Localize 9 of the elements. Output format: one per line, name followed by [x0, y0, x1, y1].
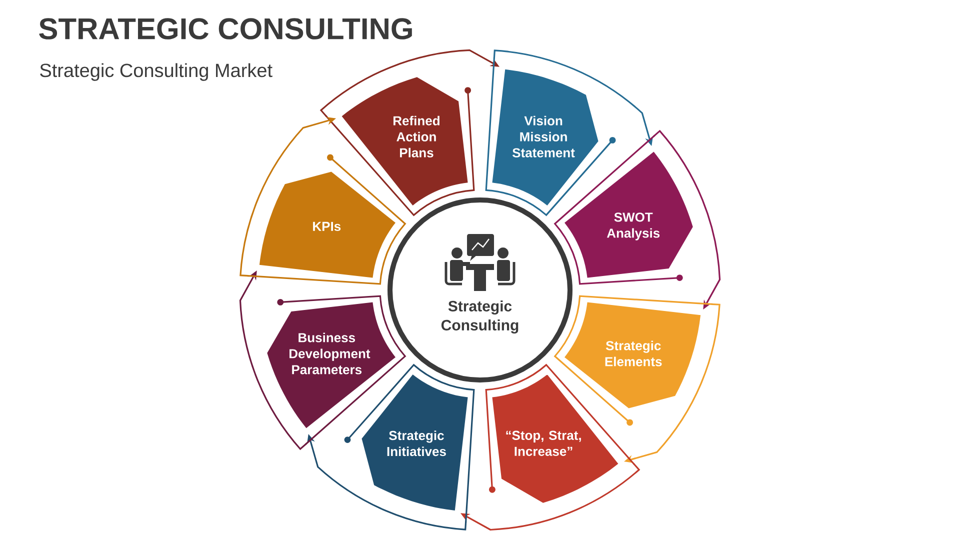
- segment: Business Development Parameters: [267, 302, 396, 428]
- segment: Strategic Elements: [564, 302, 701, 408]
- segment: Refined Action Plans: [342, 77, 468, 206]
- segment: “Stop, Strat, Increase”: [492, 374, 618, 503]
- segment: KPIs: [259, 172, 396, 278]
- title: STRATEGIC CONSULTING: [39, 18, 412, 40]
- segment: Strategic Initiatives: [362, 374, 468, 511]
- subtitle: Strategic Consulting Market: [40, 63, 272, 81]
- segment: Vision Mission Statement: [492, 69, 598, 206]
